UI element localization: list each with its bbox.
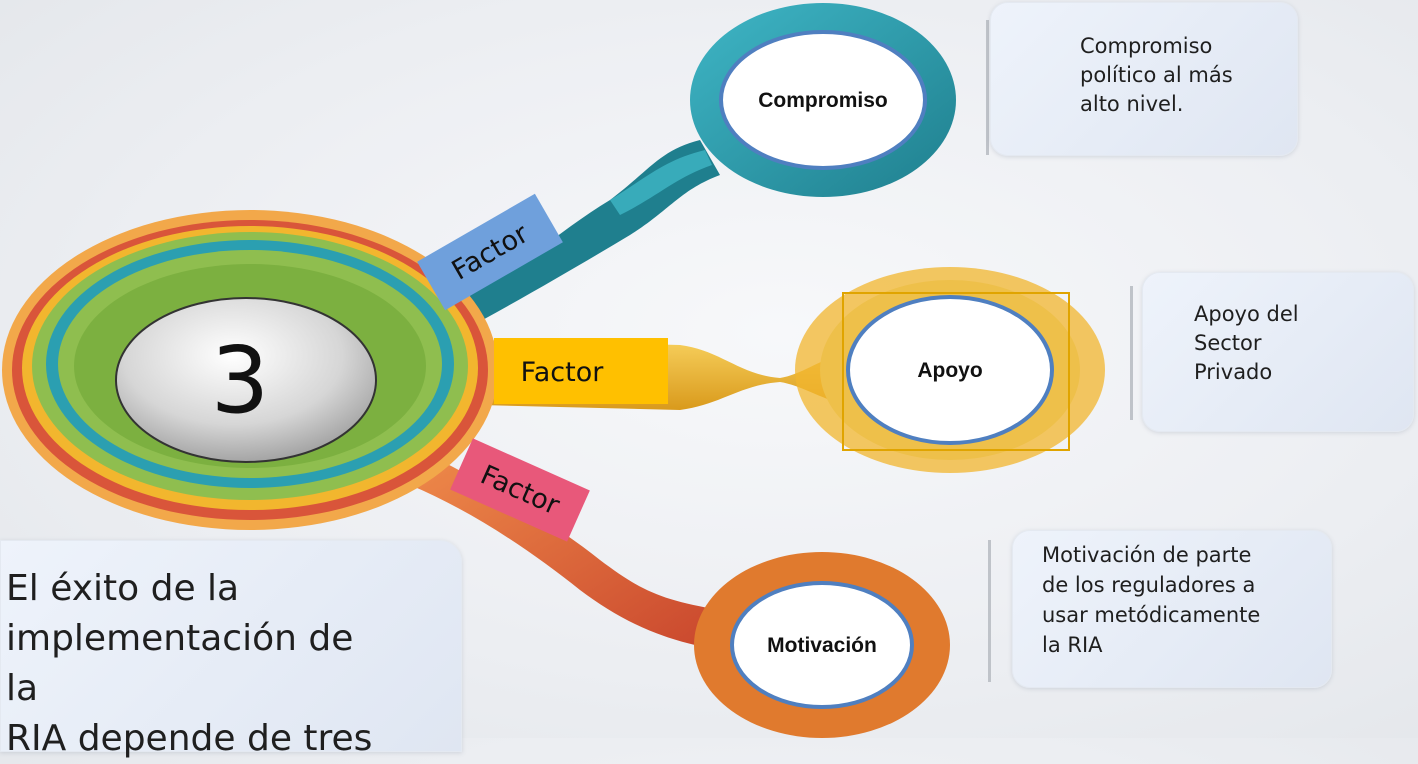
motivacion-description: Motivación de parte de los reguladores a… xyxy=(1042,540,1332,660)
compromiso-description: Compromiso político al más alto nivel. xyxy=(1080,32,1280,119)
factor-tag-apoyo: Factor xyxy=(494,338,668,404)
apoyo-description: Apoyo del Sector Privado xyxy=(1194,300,1394,387)
intro-text: El éxito de la implementación de la RIA … xyxy=(6,564,386,764)
compromiso-description-card xyxy=(990,2,1298,156)
motivacion-node xyxy=(730,581,914,709)
compromiso-node xyxy=(719,30,927,170)
apoyo-node xyxy=(846,295,1054,445)
compromiso-divider xyxy=(986,20,989,155)
motivacion-description-card xyxy=(1012,530,1332,688)
center-circle xyxy=(115,297,377,463)
factor-tag-apoyo-label: Factor xyxy=(521,357,605,388)
intro-line: El éxito de la xyxy=(6,568,240,609)
apoyo-description-line: Privado xyxy=(1194,360,1273,384)
motivacion-description-line: de los reguladores a xyxy=(1042,573,1256,597)
compromiso-description-line: alto nivel. xyxy=(1080,92,1184,116)
compromiso-description-line: político al más xyxy=(1080,63,1233,87)
apoyo-divider xyxy=(1130,286,1133,420)
apoyo-node-label: Apoyo xyxy=(917,359,982,382)
ribbon-compromiso-light xyxy=(610,150,712,215)
intro-line: implementación de la xyxy=(6,618,354,709)
apoyo-description-line: Sector xyxy=(1194,331,1262,355)
motivacion-description-line: la RIA xyxy=(1042,633,1103,657)
center-number: 3 xyxy=(211,327,270,434)
diagram-canvas: 3 Compromiso Apoyo Motivación Factor Fac… xyxy=(2,3,1105,738)
apoyo-description-line: Apoyo del xyxy=(1194,302,1299,326)
apoyo-selection-frame xyxy=(842,292,1070,451)
compromiso-node-label: Compromiso xyxy=(758,89,888,112)
motivacion-description-line: Motivación de parte xyxy=(1042,543,1252,567)
motivacion-divider xyxy=(988,540,991,682)
compromiso-description-line: Compromiso xyxy=(1080,34,1213,58)
intro-line: RIA depende de tres xyxy=(6,718,373,759)
apoyo-description-card xyxy=(1142,272,1414,432)
motivacion-node-label: Motivación xyxy=(767,634,877,657)
motivacion-description-line: usar metódicamente xyxy=(1042,603,1261,627)
